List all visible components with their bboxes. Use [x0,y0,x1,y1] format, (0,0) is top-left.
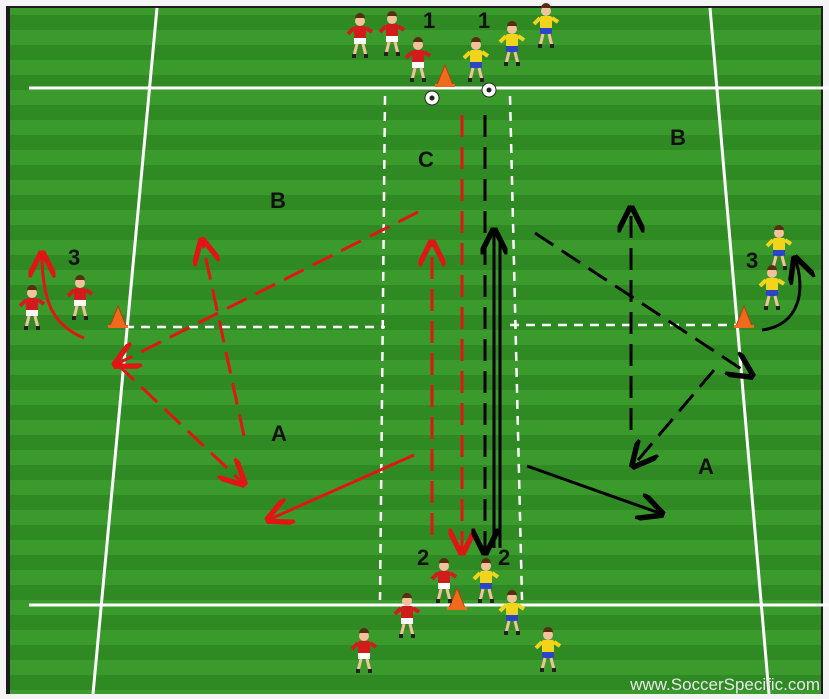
red-arrow-curl [42,253,85,340]
label-left-zone-b: B [270,188,286,213]
label-right-zone-a: A [698,454,714,479]
label-bottom-left-number: 2 [417,545,429,570]
label-top-left-number: 1 [423,8,435,33]
red-arrow-zone-b [202,240,246,437]
zone-lines [125,95,745,601]
ball-icon [424,90,440,106]
red-arrows [42,115,462,553]
red-arrow-pass [268,453,415,520]
label-top-right-number: 1 [478,8,490,33]
black-arrow-to-zone-a [633,369,716,466]
label-left-group-number: 3 [68,245,80,270]
red-arrow-diagonal-left [115,210,419,365]
ball-icon [481,82,497,98]
black-arrow-diagonal-right [534,231,752,376]
label-right-group-number: 3 [746,248,758,273]
watermark: www.SoccerSpecific.com [629,675,820,694]
pitch-surface [10,8,821,694]
black-arrows [485,115,800,553]
label-right-zone-b: B [670,125,686,150]
black-arrow-curl [761,258,800,332]
label-left-zone-a: A [271,421,287,446]
label-bottom-right-number: 2 [498,545,510,570]
label-center-zone: C [418,147,434,172]
black-arrow-pass [526,464,662,514]
red-arrow-from-corner [116,363,244,484]
